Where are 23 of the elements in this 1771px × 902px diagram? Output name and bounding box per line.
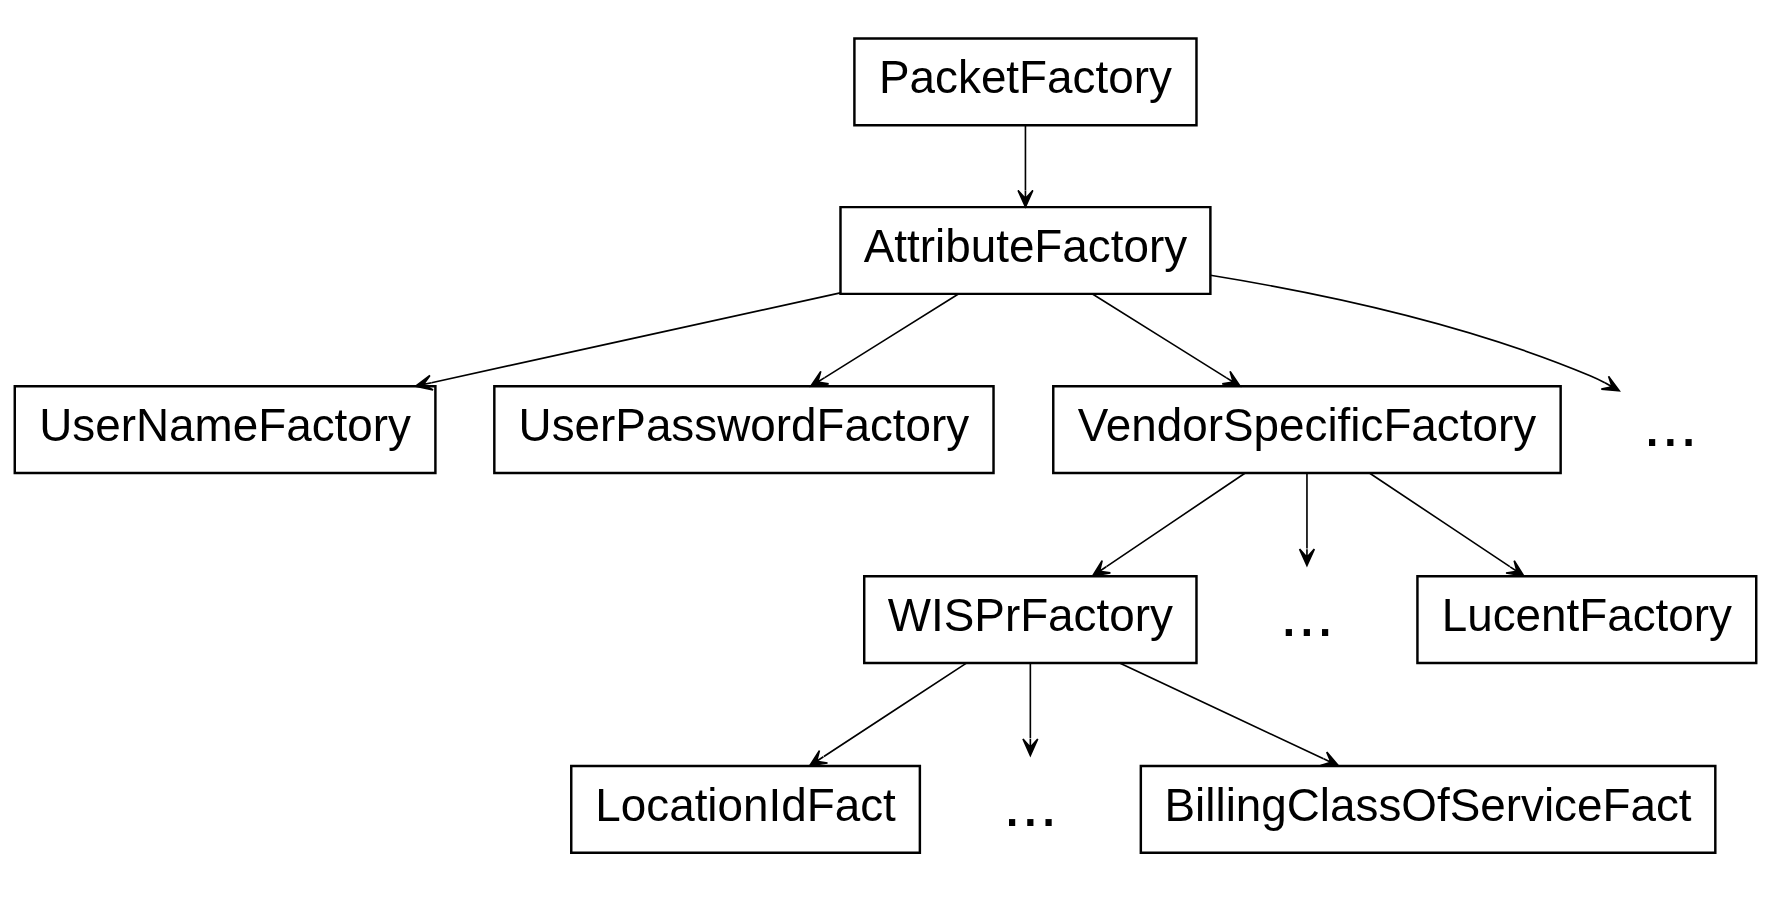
arrow	[1091, 472, 1246, 577]
node-box: BillingClassOfServiceFact	[1139, 764, 1717, 855]
arrow	[1022, 662, 1039, 757]
arrow	[414, 292, 842, 391]
node-box: PacketFactory	[853, 37, 1198, 127]
node-box: AttributeFactory	[839, 205, 1212, 296]
node-box: WISPrFactory	[863, 575, 1198, 665]
arrow	[1118, 662, 1340, 767]
arrow	[1017, 124, 1034, 208]
node-box: UserPasswordFactory	[493, 385, 995, 475]
arrow	[1209, 274, 1621, 392]
node-box: LocationIdFact	[570, 764, 922, 855]
node-box: UserNameFactory	[13, 385, 437, 475]
arrow	[1298, 472, 1316, 567]
arrow	[1368, 472, 1525, 577]
node-text: ...	[1003, 766, 1058, 840]
node-box: VendorSpecificFactory	[1052, 385, 1562, 475]
arrow	[808, 662, 968, 767]
arrow	[809, 293, 959, 388]
arrow	[1092, 293, 1241, 388]
node-text: ...	[1279, 576, 1335, 650]
node-box: LucentFactory	[1416, 575, 1758, 665]
node-text: ...	[1643, 387, 1698, 461]
